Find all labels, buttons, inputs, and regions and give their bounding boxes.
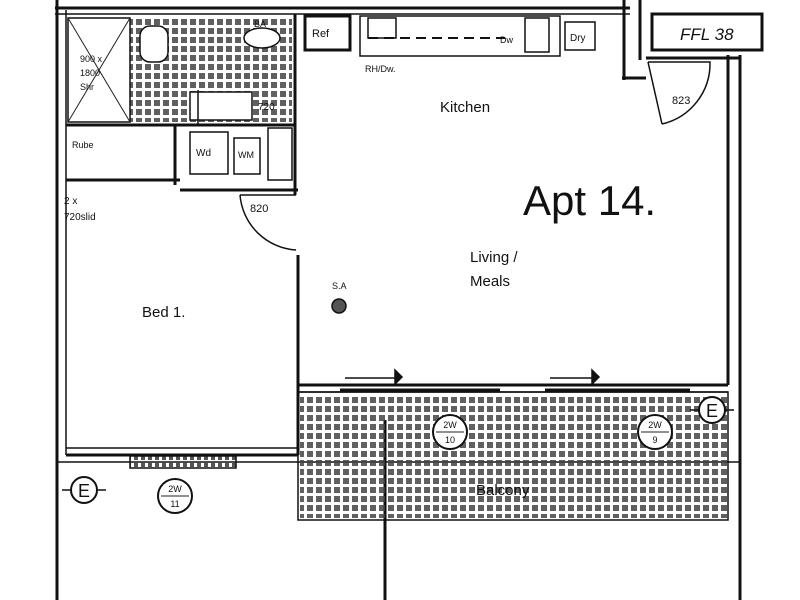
dishwasher [524, 17, 550, 53]
laundry [189, 127, 293, 181]
room-label-balcony: Balcony [476, 482, 530, 499]
fixture-label-rube: Rube [72, 140, 94, 150]
tub [233, 137, 261, 175]
window-tag-10-bottom: 10 [445, 435, 455, 445]
window-tag-10: 2W 10 [432, 414, 468, 450]
room-label-kitchen: Kitchen [440, 99, 490, 116]
room-label-meals: Meals [470, 273, 510, 290]
shower-note-2: 1800 [80, 68, 100, 78]
window-tag-9: 2W 9 [637, 414, 673, 450]
unit-title: Apt 14. [523, 177, 656, 224]
window-tags: 2W 10 2W 9 2W 11 [157, 414, 673, 514]
door-823-swing [648, 61, 711, 125]
door-label-823: 823 [672, 95, 690, 107]
window-tag-10-top: 2W [443, 420, 457, 430]
kitchen-bench [303, 14, 596, 57]
fridge-box [303, 14, 352, 52]
dryer [267, 127, 293, 181]
smoke-alarm-label: S.A [332, 281, 347, 291]
balcony-tile-floor [300, 396, 728, 518]
washing-machine [189, 131, 229, 175]
wardrobe-note-2: 720slid [64, 212, 96, 223]
vanity-basin [243, 27, 281, 49]
room-label-bed: Bed 1. [142, 304, 185, 321]
labels: Apt 14. FFL 38 Kitchen Living / Meals Be… [64, 19, 734, 499]
ffl-tag-box [650, 12, 764, 52]
toilet [139, 25, 169, 63]
exit-left-label: E [78, 481, 90, 501]
window-tag-11-bottom: 11 [170, 499, 179, 509]
bedroom-window [129, 455, 237, 469]
slide-arrow-left [345, 368, 404, 386]
fixture-label-ba: BA [254, 19, 266, 29]
window-tag-11-top: 2W [168, 484, 182, 494]
exit-right-label: E [706, 401, 718, 421]
bath-door-opening [189, 91, 253, 121]
exit-markers: E E [62, 396, 734, 504]
benchtop [359, 15, 561, 57]
fixture-label-dry: Dry [570, 33, 586, 44]
window-tag-9-top: 2W [648, 420, 662, 430]
exit-marker-right: E [690, 396, 734, 424]
fixture-label-wm: WM [238, 150, 254, 160]
room-label-living: Living / [470, 249, 518, 266]
ffl-label: FFL 38 [680, 25, 734, 44]
wardrobe-note-1: 2 x [64, 196, 77, 207]
door-820-swing [239, 194, 297, 251]
fixture-label-wd: Wd [196, 148, 211, 159]
sink [367, 17, 397, 39]
door-label-720: 720 [258, 102, 275, 113]
shower-area [67, 17, 131, 123]
exit-marker-left: E [62, 476, 106, 504]
door-label-820: 820 [250, 203, 268, 215]
dryer-box [564, 21, 596, 51]
shower-note-1: 900 x [80, 54, 103, 64]
fixture-label-ref: Ref [312, 28, 330, 40]
bathroom [67, 17, 292, 124]
doors [239, 61, 711, 251]
fixture-label-dw: Dw [500, 35, 513, 45]
slide-arrow-right [550, 368, 601, 386]
walls [55, 0, 742, 600]
smoke-alarm-icon [331, 298, 347, 314]
window-tag-11: 2W 11 [157, 478, 193, 514]
fixture-label-rh-dw: RH/Dw. [365, 64, 396, 74]
shower-note-3: Shr [80, 82, 94, 92]
balcony-outline [297, 391, 729, 521]
window-tag-9-bottom: 9 [652, 435, 657, 445]
